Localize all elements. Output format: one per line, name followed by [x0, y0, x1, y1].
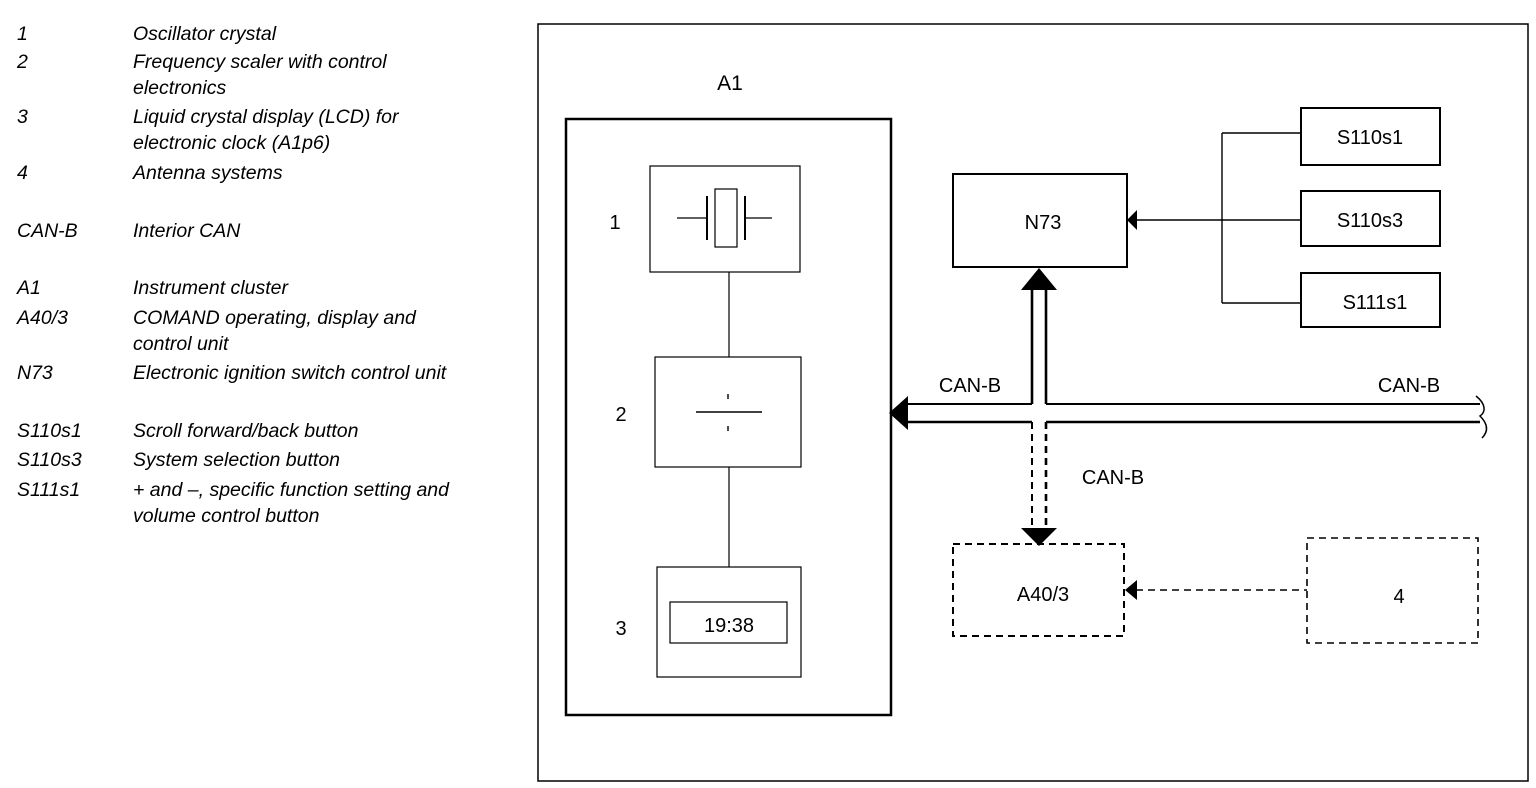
- n73-box: [952, 173, 1128, 268]
- switch-bus-lines: [1134, 132, 1301, 304]
- arrow-to-n73-icon: [1127, 210, 1137, 230]
- legend-key: CAN-B: [17, 220, 78, 242]
- a1-title: A1: [717, 72, 743, 95]
- legend-desc: Electronic ignition switch control unit: [133, 362, 447, 384]
- s111s1-box: [1300, 272, 1441, 328]
- item-3-number: 3: [615, 618, 626, 640]
- s111s1-label: S111s1: [1343, 292, 1408, 314]
- a40-3-label: A40/3: [1017, 584, 1069, 606]
- arrow-to-n73-up-icon: [1021, 268, 1057, 290]
- n73-label: N73: [1025, 212, 1062, 234]
- s110s3-box: [1300, 190, 1441, 247]
- oscillator-crystal-icon: [677, 188, 772, 248]
- legend-desc: Interior CAN: [133, 220, 241, 242]
- arrow-to-a40-from-antenna-icon: [1125, 580, 1137, 600]
- legend-desc: Liquid crystal display (LCD) for electro…: [133, 106, 399, 154]
- legend: 1 Oscillator crystal 2 Frequency scaler …: [0, 0, 520, 788]
- legend-desc: + and –, specific function setting and v…: [133, 479, 449, 527]
- legend-key: 3: [17, 106, 28, 128]
- can-b-bus: [900, 395, 1488, 439]
- s110s1-box: [1300, 107, 1441, 166]
- a40-3-box: [952, 543, 1125, 637]
- arrow-to-a1-icon: [889, 396, 908, 430]
- lcd-display-box: [656, 566, 802, 678]
- oscillator-crystal-box: [649, 165, 801, 273]
- antenna-label: 4: [1393, 586, 1404, 608]
- legend-desc: Instrument cluster: [133, 277, 288, 299]
- legend-key: 2: [17, 51, 28, 73]
- legend-key: N73: [17, 362, 53, 384]
- divider-icon: [696, 394, 762, 431]
- can-b-down-label: CAN-B: [1082, 467, 1144, 489]
- s110s1-label: S110s1: [1337, 127, 1403, 149]
- legend-key: A40/3: [17, 307, 68, 329]
- item-2-number: 2: [615, 404, 626, 426]
- legend-key: S110s3: [17, 449, 82, 471]
- a1-instrument-cluster-box: [564, 117, 893, 717]
- lcd-screen-icon: [669, 601, 788, 644]
- frequency-scaler-box: [654, 356, 802, 468]
- legend-desc: Oscillator crystal: [133, 23, 277, 45]
- arrow-to-a40-icon: [1021, 528, 1057, 546]
- s110s3-label: S110s3: [1337, 210, 1403, 232]
- legend-key: S111s1: [17, 479, 81, 501]
- diagram-frame: [537, 23, 1529, 782]
- legend-desc: COMAND operating, display and control un…: [133, 307, 416, 355]
- item-1-number: 1: [609, 212, 620, 234]
- legend-key: 4: [17, 162, 28, 184]
- legend-key: 1: [17, 23, 28, 45]
- can-b-right-label: CAN-B: [1378, 375, 1440, 397]
- legend-desc: System selection button: [133, 449, 341, 471]
- antenna-box: [1306, 537, 1479, 644]
- legend-key: S110s1: [17, 420, 82, 442]
- legend-key: A1: [17, 277, 41, 299]
- bus-break-icon: [1475, 395, 1488, 439]
- legend-desc: Frequency scaler with control electronic…: [133, 51, 387, 99]
- legend-desc: Antenna systems: [133, 162, 283, 184]
- lcd-clock-readout: 19:38: [704, 615, 754, 637]
- legend-desc: Scroll forward/back button: [133, 420, 359, 442]
- can-b-left-label: CAN-B: [939, 375, 1001, 397]
